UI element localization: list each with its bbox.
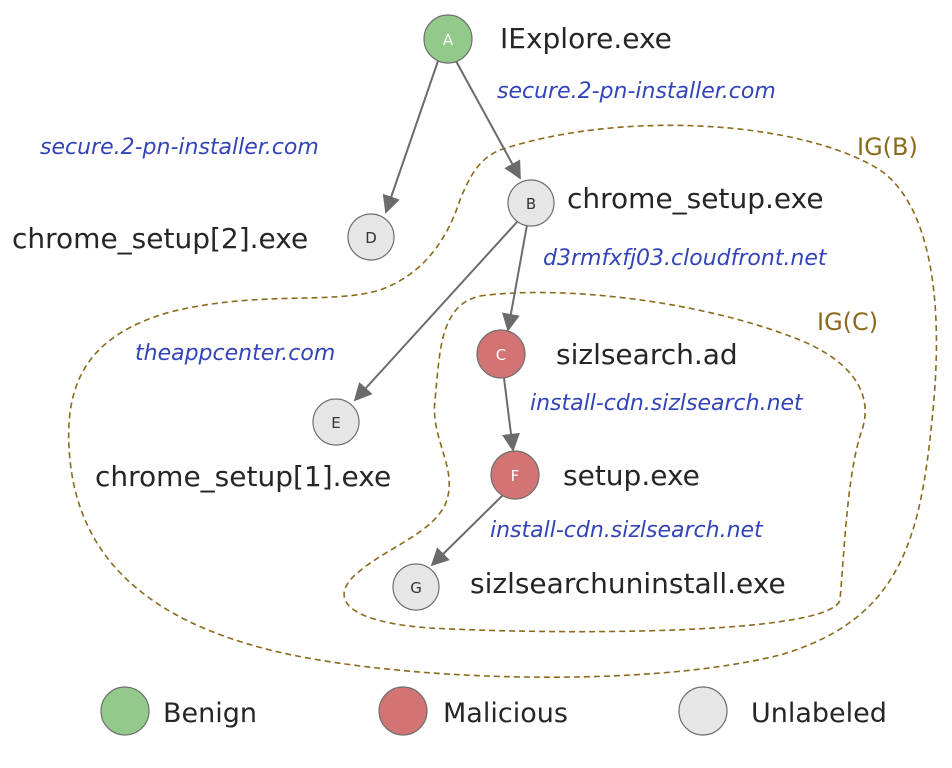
node-letter-f: F — [511, 467, 520, 485]
edge-label-a-to-d: secure.2-pn-installer.com — [40, 135, 319, 160]
file-label-d: chrome_setup[2].exe — [12, 222, 308, 255]
edge-f-to-g — [430, 492, 506, 567]
legend: Benign Malicious Unlabeled — [100, 686, 887, 736]
group-label-ig-c: IG(C) — [817, 308, 878, 336]
file-label-b: chrome_setup.exe — [567, 182, 824, 215]
group-boundary-ig-b — [67, 124, 938, 678]
node-f: F setup.exe — [490, 450, 700, 500]
legend-label-malicious: Malicious — [443, 698, 568, 729]
edge-b-to-e — [353, 221, 518, 402]
legend-label-benign: Benign — [163, 698, 257, 729]
file-label-a: IExplore.exe — [500, 22, 672, 55]
node-b: B chrome_setup.exe — [507, 179, 824, 227]
legend-swatch-malicious — [378, 686, 428, 736]
legend-item-malicious: Malicious — [378, 686, 568, 736]
node-circle-unlabeled — [312, 398, 360, 446]
node-letter-d: D — [365, 229, 377, 247]
node-letter-e: E — [331, 414, 340, 432]
node-circle-unlabeled — [507, 179, 555, 227]
legend-item-benign: Benign — [100, 686, 257, 736]
node-letter-c: C — [496, 346, 506, 364]
edge-label-c-to-f: install-cdn.sizlsearch.net — [530, 391, 804, 416]
node-letter-a: A — [443, 31, 454, 49]
node-e: E chrome_setup[1].exe — [95, 398, 391, 493]
file-label-f: setup.exe — [563, 459, 700, 492]
file-label-c: sizlsearch.ad — [556, 338, 738, 371]
edge-b-to-c — [502, 224, 528, 332]
node-a: A IExplore.exe — [423, 14, 672, 64]
file-label-e: chrome_setup[1].exe — [95, 460, 391, 493]
legend-swatch-unlabeled — [678, 686, 728, 736]
edge-c-to-f — [502, 377, 520, 452]
node-d: D chrome_setup[2].exe — [12, 213, 395, 261]
edge-label-b-to-e: theappcenter.com — [135, 341, 335, 366]
node-c: C sizlsearch.ad — [476, 329, 738, 379]
node-letter-b: B — [526, 195, 536, 213]
edge-a-to-d — [382, 60, 439, 214]
file-label-g: sizlsearchuninstall.exe — [470, 567, 786, 600]
legend-label-unlabeled: Unlabeled — [751, 698, 887, 729]
node-circle-benign — [423, 14, 473, 64]
node-circle-malicious — [476, 329, 526, 379]
group-boundary-ig-c — [343, 291, 866, 633]
group-label-ig-b: IG(B) — [857, 133, 918, 161]
node-g: G sizlsearchuninstall.exe — [392, 563, 786, 611]
legend-item-unlabeled: Unlabeled — [678, 686, 887, 736]
legend-swatch-benign — [100, 686, 150, 736]
edge-label-b-to-c: d3rmfxfj03.cloudfront.net — [543, 246, 828, 271]
node-circle-malicious — [490, 450, 540, 500]
node-circle-unlabeled — [347, 213, 395, 261]
edge-label-a-to-b: secure.2-pn-installer.com — [497, 79, 776, 104]
edge-a-to-b — [455, 60, 521, 180]
node-circle-unlabeled — [392, 563, 440, 611]
edge-label-f-to-g: install-cdn.sizlsearch.net — [490, 518, 764, 543]
node-letter-g: G — [410, 579, 422, 597]
